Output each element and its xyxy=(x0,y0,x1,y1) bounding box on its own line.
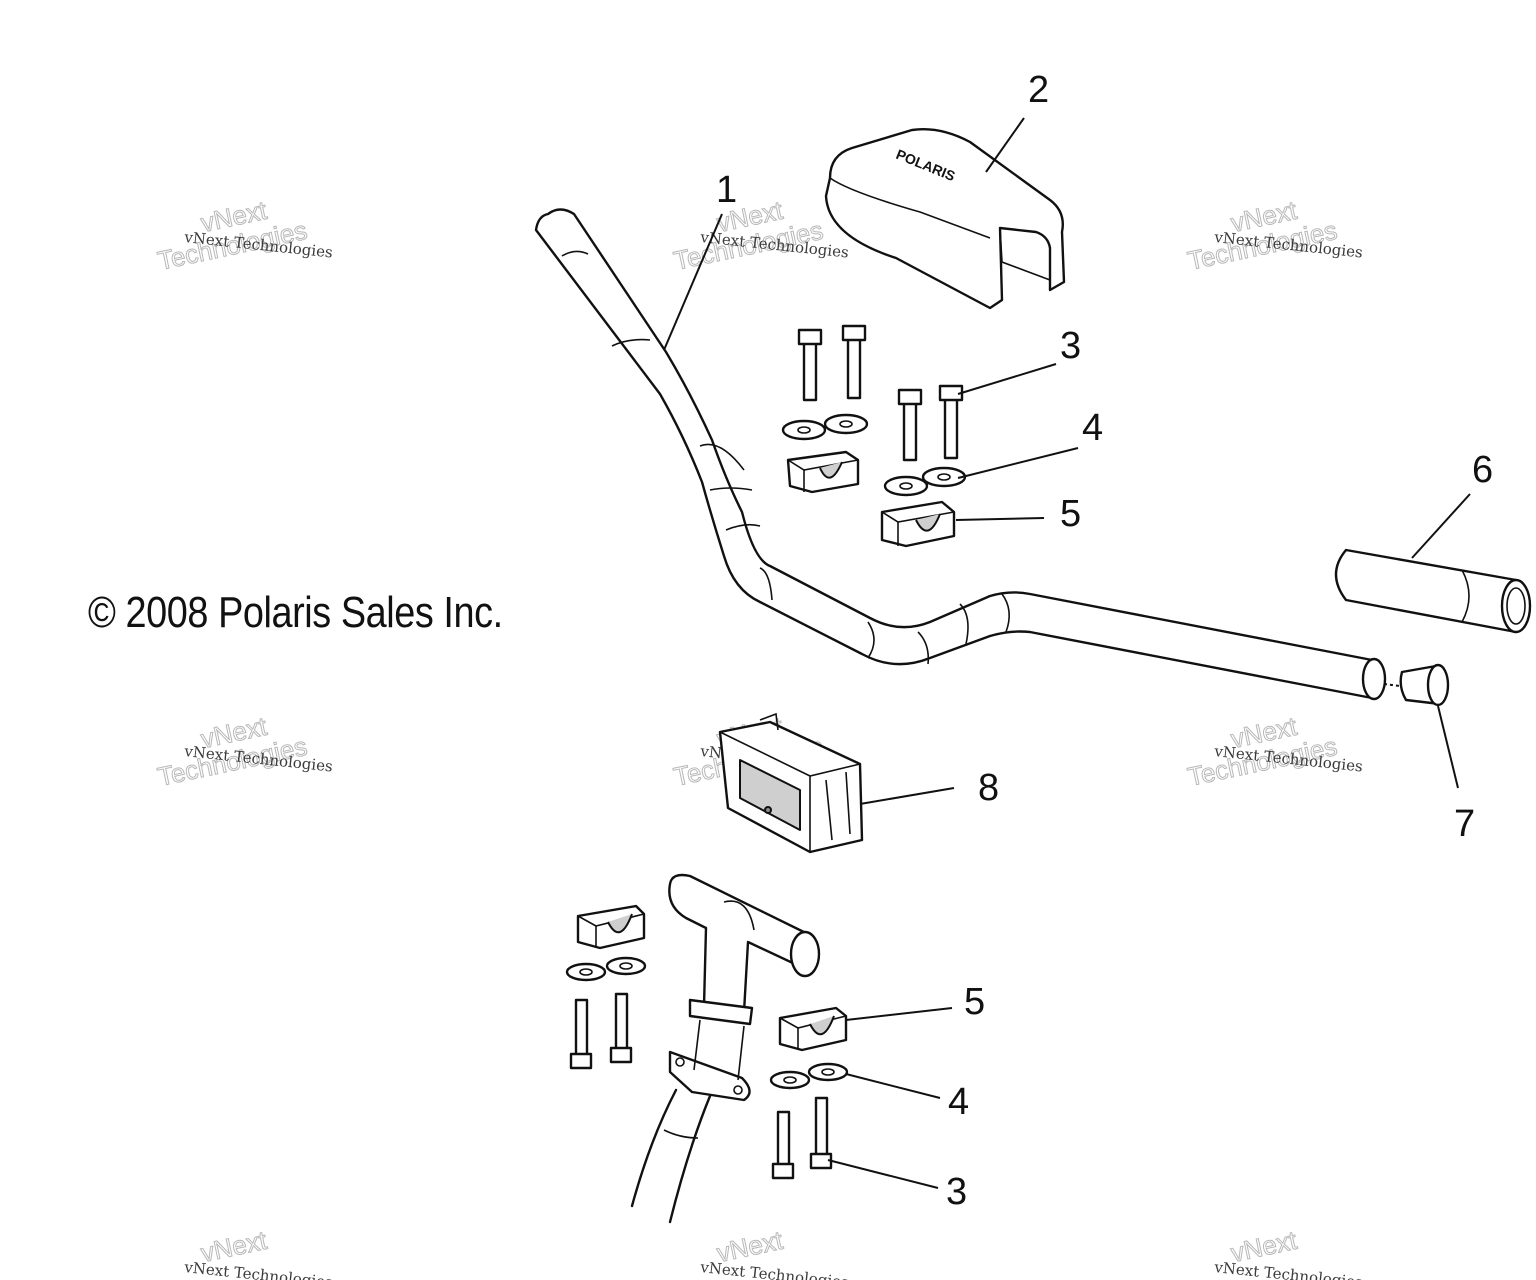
callout-5-lower: 5 xyxy=(964,981,985,1023)
bolt xyxy=(797,328,823,402)
crossbar-pad: POLARIS xyxy=(824,128,1066,310)
end-plug xyxy=(1399,663,1450,707)
washer xyxy=(605,956,647,976)
callout-4-lower: 4 xyxy=(948,1081,969,1123)
clamp-upper-left xyxy=(786,450,860,494)
upper-clamp-hardware xyxy=(781,324,967,548)
clamp-upper-right xyxy=(880,500,956,548)
handlebar-end-opening xyxy=(1361,657,1387,701)
watermark-text: vNext Technologies xyxy=(183,1258,334,1280)
watermark-text: vNext Technologies xyxy=(1213,1258,1364,1280)
clamp-lower-right xyxy=(778,1006,848,1052)
washer xyxy=(769,1070,811,1090)
callout-8: 8 xyxy=(978,767,999,809)
lower-left-hardware xyxy=(565,904,647,1070)
callout-6: 6 xyxy=(1472,449,1493,491)
washer xyxy=(823,413,869,435)
mount-block xyxy=(718,712,864,854)
copyright-notice: © 2008 Polaris Sales Inc. xyxy=(88,588,503,637)
callout-7: 7 xyxy=(1454,803,1475,845)
washer xyxy=(565,962,607,982)
clamp-lower-left xyxy=(576,904,646,950)
bolt xyxy=(809,1096,833,1170)
washer xyxy=(883,475,929,497)
callout-4: 4 xyxy=(1082,407,1103,449)
bolt xyxy=(841,324,867,400)
grip xyxy=(1334,548,1532,634)
callout-2: 2 xyxy=(1028,69,1049,111)
bolt xyxy=(938,384,964,460)
callout-3-lower: 3 xyxy=(946,1171,967,1213)
washer xyxy=(781,419,827,441)
washer xyxy=(807,1062,849,1082)
riser-stem xyxy=(630,873,821,1224)
callout-3: 3 xyxy=(1060,325,1081,367)
lower-right-hardware xyxy=(769,1006,849,1180)
callout-1: 1 xyxy=(716,169,737,211)
leader-lines xyxy=(663,117,1471,1189)
callout-numbers: 1 2 3 4 5 6 7 8 5 4 3 xyxy=(716,69,1493,1213)
bolt xyxy=(609,992,633,1064)
pad-body xyxy=(824,128,1066,310)
bolt xyxy=(771,1110,795,1180)
bolt xyxy=(897,388,923,462)
handlebar xyxy=(534,208,1387,701)
callout-5: 5 xyxy=(1060,493,1081,535)
watermark-text: vNext Technologies xyxy=(699,1258,850,1280)
bolt xyxy=(569,998,593,1070)
